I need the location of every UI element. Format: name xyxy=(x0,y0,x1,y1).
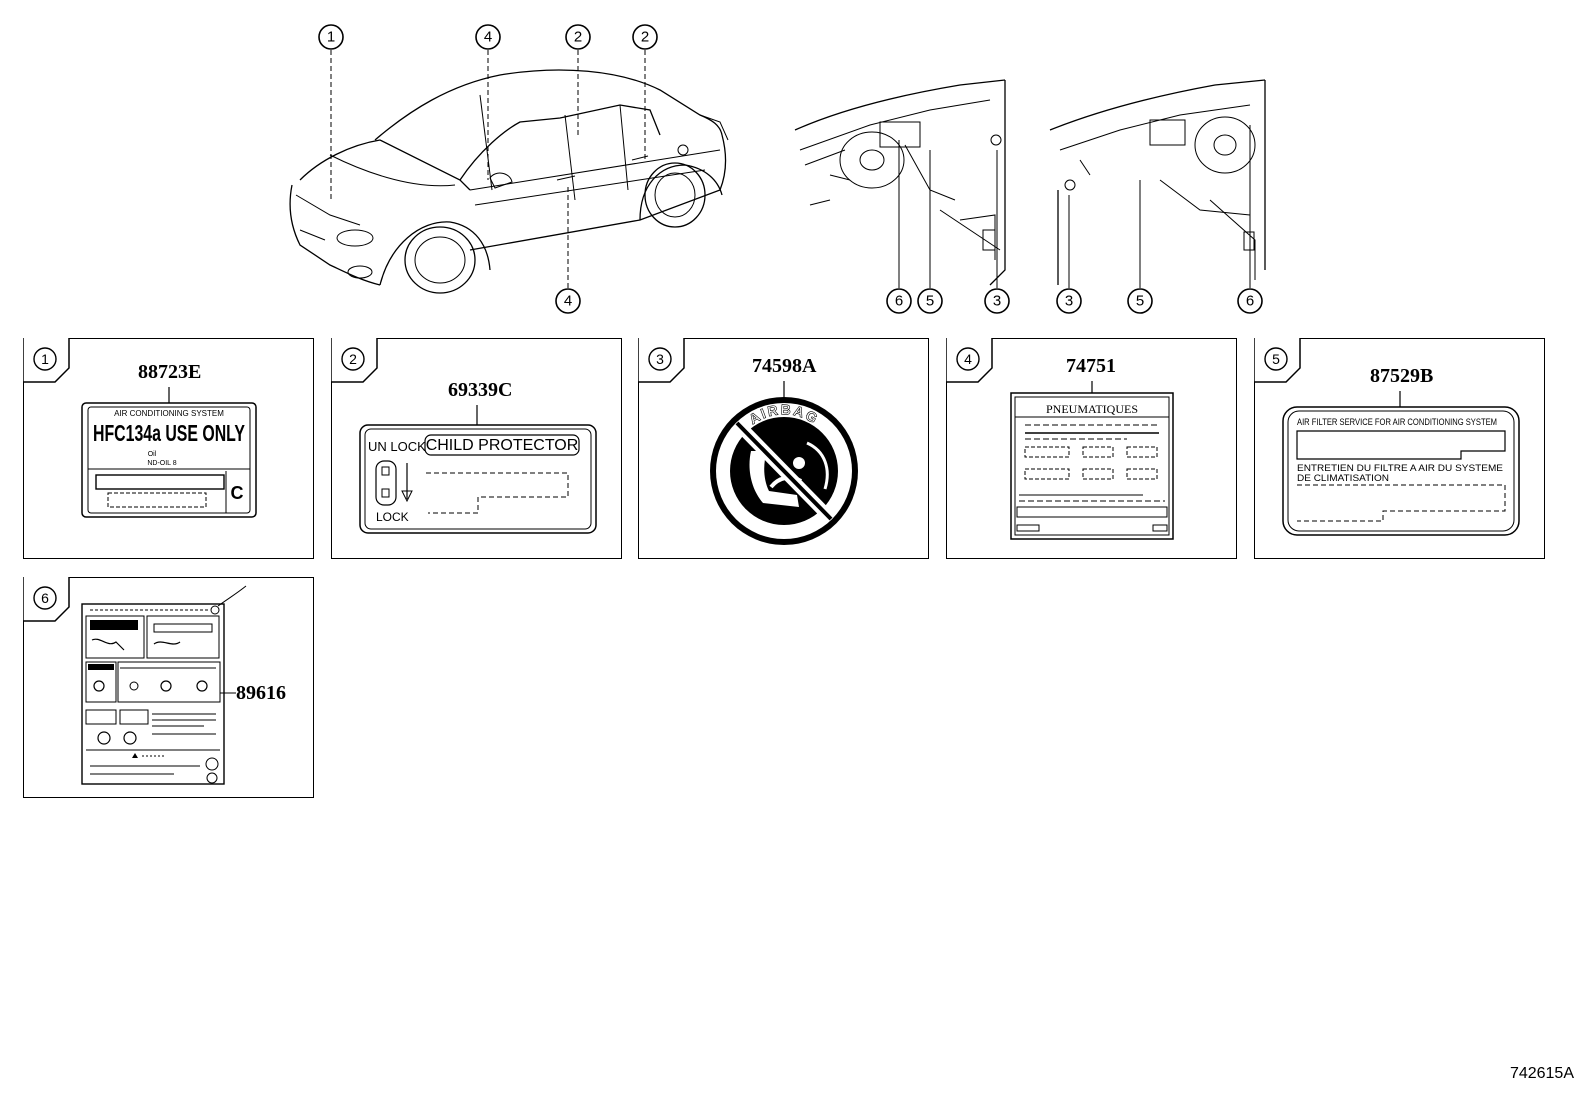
child-protector-label-drawing: UN LOCK CHILD PROTECTOR LOCK xyxy=(359,405,597,534)
callout-4-car-bottom: 4 xyxy=(555,288,581,314)
panel-4: 4 74751 PNEUMATIQUES xyxy=(946,338,1237,559)
airbag-seat-prohibition-icon xyxy=(710,397,858,545)
svg-text:4: 4 xyxy=(484,29,492,46)
callout-5-lhd: 5 xyxy=(917,288,943,314)
rhd-dashboard xyxy=(1049,79,1266,285)
svg-text:4: 4 xyxy=(564,293,572,310)
diagram-id: 742615A xyxy=(1509,1065,1574,1082)
svg-text:DE CLIMATISATION: DE CLIMATISATION xyxy=(1297,473,1389,484)
svg-text:2: 2 xyxy=(349,351,357,367)
part-number: 89616 xyxy=(236,682,286,704)
callout-2-car-b: 2 xyxy=(632,24,658,50)
svg-text:AIR CONDITIONING SYSTEM: AIR CONDITIONING SYSTEM xyxy=(114,409,224,418)
callout-1-car: 1 xyxy=(318,24,344,50)
ac-label-drawing: AIR CONDITIONING SYSTEM HFC134a USE ONLY… xyxy=(81,387,257,518)
svg-text:AIR FILTER SERVICE FOR AIR CON: AIR FILTER SERVICE FOR AIR CONDITIONING … xyxy=(1297,417,1497,428)
svg-text:6: 6 xyxy=(1246,293,1254,310)
panel-5-tab: 5 xyxy=(1254,338,1301,383)
callout-3-rhd: 3 xyxy=(1056,288,1082,314)
callout-5-rhd: 5 xyxy=(1127,288,1153,314)
svg-text:2: 2 xyxy=(574,29,582,46)
svg-text:5: 5 xyxy=(926,293,934,310)
panel-6: 6 89616 xyxy=(23,577,314,798)
car-illustration xyxy=(289,69,729,294)
panel-3-tab: 3 xyxy=(638,338,685,383)
svg-text:LOCK: LOCK xyxy=(376,510,409,524)
svg-text:1: 1 xyxy=(327,29,335,46)
part-number: 87529B xyxy=(1370,365,1434,387)
svg-text:1: 1 xyxy=(41,351,49,367)
svg-text:ND-OIL 8: ND-OIL 8 xyxy=(147,460,176,467)
svg-text:C: C xyxy=(231,483,244,503)
part-number: 74598A xyxy=(752,355,817,377)
callout-2-car-a: 2 xyxy=(565,24,591,50)
panel-5: 5 87529B AIR FILTER SERVICE FOR AIR COND… xyxy=(1254,338,1545,559)
callout-leaders xyxy=(330,50,1251,288)
svg-text:Oil: Oil xyxy=(148,451,157,458)
svg-text:ENTRETIEN DU FILTRE A AIR DU S: ENTRETIEN DU FILTRE A AIR DU SYSTEME xyxy=(1297,463,1503,474)
svg-text:UN LOCK: UN LOCK xyxy=(368,439,426,454)
panel-2: 2 69339C UN LOCK CHILD PROTECTOR LOCK xyxy=(331,338,622,559)
svg-text:6: 6 xyxy=(895,293,903,310)
svg-text:5: 5 xyxy=(1136,293,1144,310)
svg-text:3: 3 xyxy=(656,351,664,367)
callout-6-rhd: 6 xyxy=(1237,288,1263,314)
svg-text:3: 3 xyxy=(993,293,1001,310)
part-number: 69339C xyxy=(448,379,513,401)
airbag-label-drawing: AIRBAG xyxy=(710,381,858,545)
callout-4-car-top: 4 xyxy=(475,24,501,50)
svg-text:4: 4 xyxy=(964,351,972,367)
svg-text:3: 3 xyxy=(1065,293,1073,310)
part-number: 88723E xyxy=(138,361,202,383)
panel-4-tab: 4 xyxy=(946,338,993,383)
panel-1: 1 88723E AIR CONDITIONING SYSTEM HFC134a… xyxy=(23,338,314,559)
svg-text:CHILD PROTECTOR: CHILD PROTECTOR xyxy=(426,437,579,454)
svg-text:HFC134a USE ONLY: HFC134a USE ONLY xyxy=(93,420,245,446)
svg-text:5: 5 xyxy=(1272,351,1280,367)
part-number: 74751 xyxy=(1066,355,1116,377)
panel-1-tab: 1 xyxy=(23,338,70,383)
airbag-info-label-drawing xyxy=(81,585,247,785)
callout-6-lhd: 6 xyxy=(886,288,912,314)
panel-6-tab: 6 xyxy=(23,577,70,622)
top-illustrations: 1 4 2 2 4 6 5 3 3 5 6 xyxy=(289,24,1266,314)
lhd-dashboard xyxy=(794,79,1006,286)
panel-2-tab: 2 xyxy=(331,338,378,383)
tire-label-drawing: PNEUMATIQUES xyxy=(1010,381,1174,540)
svg-text:6: 6 xyxy=(41,590,49,606)
svg-text:PNEUMATIQUES: PNEUMATIQUES xyxy=(1046,402,1138,416)
panel-3: 3 74598A AIRBAG xyxy=(638,338,929,559)
svg-text:2: 2 xyxy=(641,29,649,46)
callout-3-lhd: 3 xyxy=(984,288,1010,314)
filter-label-drawing: AIR FILTER SERVICE FOR AIR CONDITIONING … xyxy=(1282,391,1520,536)
